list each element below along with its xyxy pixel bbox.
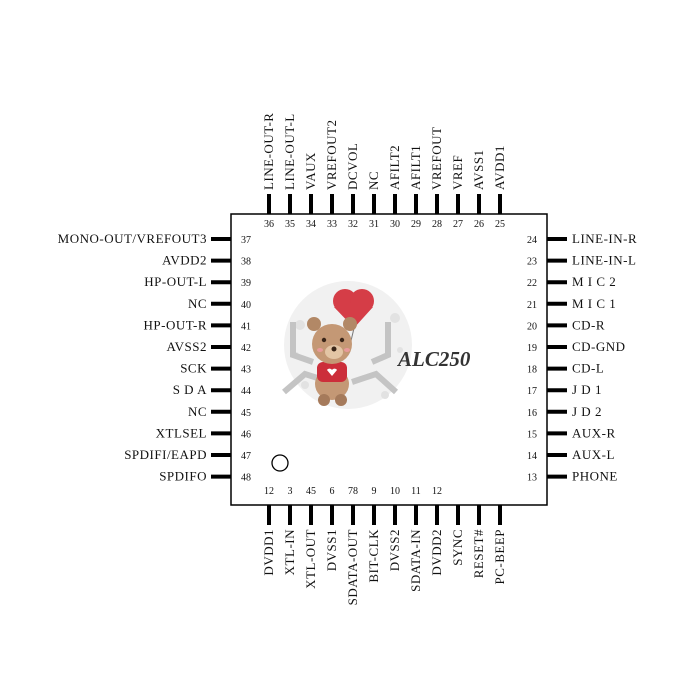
pin-number: 78 [348, 486, 358, 497]
pin-label: BIT-CLK [366, 529, 381, 583]
pin-label: DVSS1 [324, 529, 339, 571]
pin-number: 22 [527, 278, 537, 289]
pin-number: 6 [330, 486, 335, 497]
pin-number: 27 [453, 219, 463, 230]
chip-name: ALC250 [396, 347, 471, 371]
pin-number: 23 [527, 257, 537, 268]
pin-label: VREF [450, 155, 465, 190]
pin-number: 39 [241, 278, 251, 289]
pin-number: 41 [241, 321, 251, 332]
pin-label: DVDD2 [429, 529, 444, 576]
pin-number: 47 [241, 451, 251, 462]
pin-number: 11 [411, 486, 421, 497]
pin-label: AVDD1 [492, 145, 507, 190]
pin-label: SPDIFO [159, 469, 207, 484]
pin-number: 28 [432, 219, 442, 230]
pin-number: 13 [527, 473, 537, 484]
bear-logo [282, 281, 412, 409]
pin-label: AUX-R [572, 425, 616, 440]
pin-number: 26 [474, 219, 484, 230]
pin-label: SPDIFI/EAPD [124, 447, 207, 462]
pin-label: XTL-IN [282, 529, 297, 575]
pin-label: AVSS2 [166, 339, 207, 354]
pin-label: DCVOL [345, 143, 360, 190]
pin-number: 46 [241, 429, 251, 440]
pin-label: AVDD2 [162, 253, 207, 268]
pin-label: M I C 2 [572, 274, 616, 289]
pin-number: 37 [241, 235, 251, 246]
pin-label: CD-GND [572, 339, 626, 354]
pin-number: 24 [527, 235, 537, 246]
pin-number: 29 [411, 219, 421, 230]
pin-number: 14 [527, 451, 537, 462]
pin-label: AVSS1 [471, 149, 486, 190]
pin-number: 38 [241, 257, 251, 268]
pin-label: CD-L [572, 361, 604, 376]
pin-label: NC [366, 171, 381, 190]
pin-label: LINE-IN-R [572, 231, 637, 246]
pin-number: 40 [241, 300, 251, 311]
pin-number: 48 [241, 473, 251, 484]
pin-label: XTL-OUT [303, 529, 318, 589]
pin-label: DVSS2 [387, 529, 402, 571]
pin-number: 30 [390, 219, 400, 230]
pin-number: 32 [348, 219, 358, 230]
pin-label: CD-R [572, 317, 605, 332]
pin-label: SDATA-IN [408, 529, 423, 592]
pin-label: NC [188, 404, 207, 419]
pin-label: J D 1 [572, 382, 602, 397]
pin-label: AFILT1 [408, 145, 423, 190]
pin-label: LINE-OUT-R [261, 113, 276, 190]
pin-number: 45 [306, 486, 316, 497]
pin-label: PHONE [572, 469, 618, 484]
pin-number: 12 [264, 486, 274, 497]
pin-label: LINE-OUT-L [282, 113, 297, 190]
pin-number: 44 [241, 386, 251, 397]
pin-number: 12 [432, 486, 442, 497]
pin-number: 3 [288, 486, 293, 497]
pin-number: 17 [527, 386, 537, 397]
pin-number: 19 [527, 343, 537, 354]
pin-label: DVDD1 [261, 529, 276, 576]
pin-label: VAUX [303, 152, 318, 190]
pin-label: SYNC [450, 529, 465, 566]
pin-label: J D 2 [572, 404, 602, 419]
pin-label: XTLSEL [156, 425, 207, 440]
pin-number: 18 [527, 365, 537, 376]
pin-number: 34 [306, 219, 316, 230]
pin-label: AFILT2 [387, 145, 402, 190]
pin-number: 36 [264, 219, 274, 230]
pin-label: VREFOUT2 [324, 120, 339, 190]
pin-label: PC-BEEP [492, 529, 507, 585]
pin-number: 33 [327, 219, 337, 230]
pin-number: 42 [241, 343, 251, 354]
pin-label: AUX-L [572, 447, 615, 462]
pin-number: 45 [241, 408, 251, 419]
pin-number: 9 [372, 486, 377, 497]
pin-number: 25 [495, 219, 505, 230]
pin-number: 20 [527, 321, 537, 332]
pin-label: SDATA-OUT [345, 529, 360, 605]
pin-label: S D A [173, 382, 207, 397]
pin-number: 43 [241, 365, 251, 376]
pin-label: LINE-IN-L [572, 253, 636, 268]
pin1-marker [271, 454, 289, 472]
pin-number: 35 [285, 219, 295, 230]
pin-number: 10 [390, 486, 400, 497]
pin-label: VREFOUT [429, 127, 444, 190]
pin-label: M I C 1 [572, 296, 616, 311]
pin-label: NC [188, 296, 207, 311]
pin-number: 21 [527, 300, 537, 311]
pin-number: 15 [527, 429, 537, 440]
pin-number: 31 [369, 219, 379, 230]
pin-label: MONO-OUT/VREFOUT3 [58, 231, 207, 246]
pin-label: SCK [180, 361, 207, 376]
pin-label: RESET# [471, 529, 486, 578]
pin-label: HP-OUT-R [144, 317, 207, 332]
pin-number: 16 [527, 408, 537, 419]
pin-label: HP-OUT-L [144, 274, 207, 289]
